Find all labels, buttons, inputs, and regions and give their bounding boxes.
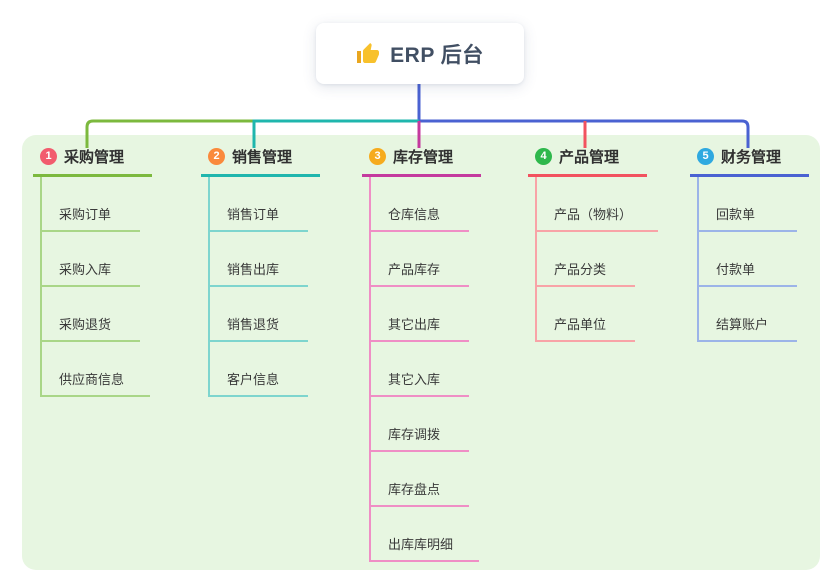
child-node[interactable]: 采购退货 (42, 287, 140, 342)
root-node-title: ERP 后台 (390, 43, 484, 67)
branch-node-3[interactable]: 3 库存管理 (362, 145, 481, 177)
child-node-label: 供应商信息 (59, 372, 125, 387)
branch-children: 仓库信息产品库存其它出库其它入库库存调拨库存盘点出库库明细 (369, 177, 480, 562)
branch-node-1[interactable]: 1 采购管理 (33, 145, 152, 177)
branch-number-badge: 4 (535, 148, 552, 165)
branch-label: 产品管理 (559, 149, 620, 166)
child-node[interactable]: 采购入库 (42, 232, 140, 287)
child-node-label: 采购入库 (59, 262, 112, 277)
child-node[interactable]: 产品库存 (371, 232, 469, 287)
child-node-label: 产品库存 (388, 262, 441, 277)
branch-children: 产品（物料） 产品分类产品单位 (535, 177, 659, 342)
branch-node-2[interactable]: 2 销售管理 (201, 145, 320, 177)
branch-column-3: 3 库存管理 仓库信息产品库存其它出库其它入库库存调拨库存盘点出库库明细 (362, 145, 522, 562)
child-node[interactable]: 其它出库 (371, 287, 469, 342)
root-node[interactable]: ERP 后台 (316, 23, 524, 84)
child-node-label: 销售订单 (227, 207, 280, 222)
branch-label: 销售管理 (232, 149, 293, 166)
branch-column-5: 5 财务管理 回款单付款单结算账户 (690, 145, 839, 342)
child-node[interactable]: 采购订单 (42, 177, 140, 232)
branch-children: 采购订单采购入库采购退货供应商信息 (40, 177, 151, 397)
child-node-label: 仓库信息 (388, 207, 441, 222)
branch-column-2: 2 销售管理 销售订单销售出库销售退货客户信息 (201, 145, 361, 397)
branch-label: 库存管理 (393, 149, 454, 166)
child-node-label: 产品（物料） (554, 207, 633, 222)
child-node[interactable]: 付款单 (699, 232, 797, 287)
child-node-label: 采购退货 (59, 317, 112, 332)
branch-node-4[interactable]: 4 产品管理 (528, 145, 647, 177)
child-node-label: 其它入库 (388, 372, 441, 387)
child-node[interactable]: 销售出库 (210, 232, 308, 287)
child-node-label: 出库库明细 (388, 537, 454, 552)
child-node-label: 库存盘点 (388, 482, 441, 497)
branch-number-badge: 5 (697, 148, 714, 165)
branch-column-1: 1 采购管理 采购订单采购入库采购退货供应商信息 (33, 145, 193, 397)
branch-column-4: 4 产品管理 产品（物料） 产品分类产品单位 (528, 145, 688, 342)
child-node-label: 销售出库 (227, 262, 280, 277)
branch-number-badge: 3 (369, 148, 386, 165)
child-node[interactable]: 库存调拨 (371, 397, 469, 452)
child-node[interactable]: 结算账户 (699, 287, 797, 342)
child-node-label: 回款单 (716, 207, 756, 222)
child-node-label: 产品单位 (554, 317, 607, 332)
branch-label: 财务管理 (721, 149, 782, 166)
child-node[interactable]: 销售退货 (210, 287, 308, 342)
child-node[interactable]: 其它入库 (371, 342, 469, 397)
branch-label: 采购管理 (64, 149, 125, 166)
child-node[interactable]: 仓库信息 (371, 177, 469, 232)
child-node-label: 结算账户 (716, 317, 769, 332)
branch-number-badge: 1 (40, 148, 57, 165)
child-node[interactable]: 出库库明细 (371, 507, 480, 562)
child-node-label: 采购订单 (59, 207, 112, 222)
child-node[interactable]: 产品分类 (537, 232, 635, 287)
child-node[interactable]: 产品单位 (537, 287, 635, 342)
branch-children: 回款单付款单结算账户 (697, 177, 797, 342)
child-node-label: 付款单 (716, 262, 756, 277)
child-node-label: 产品分类 (554, 262, 607, 277)
child-node[interactable]: 回款单 (699, 177, 797, 232)
branches-panel (22, 135, 820, 570)
child-node[interactable]: 客户信息 (210, 342, 308, 397)
branch-number-badge: 2 (208, 148, 225, 165)
child-node[interactable]: 库存盘点 (371, 452, 469, 507)
child-node-label: 其它出库 (388, 317, 441, 332)
child-node-label: 销售退货 (227, 317, 280, 332)
branch-node-5[interactable]: 5 财务管理 (690, 145, 809, 177)
child-node-label: 客户信息 (227, 372, 280, 387)
child-node[interactable]: 销售订单 (210, 177, 308, 232)
branch-children: 销售订单销售出库销售退货客户信息 (208, 177, 308, 397)
child-node[interactable]: 产品（物料） (537, 177, 659, 232)
child-node[interactable]: 供应商信息 (42, 342, 151, 397)
child-node-label: 库存调拨 (388, 427, 441, 442)
thumbs-up-icon (357, 42, 380, 63)
